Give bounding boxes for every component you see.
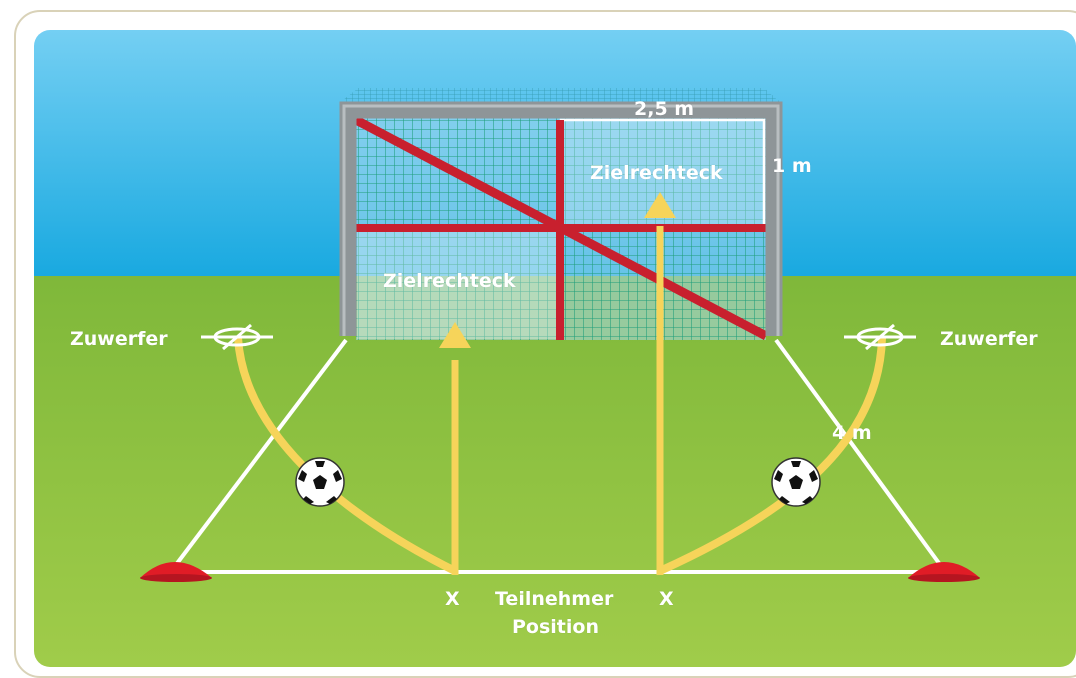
distance-label: 4 m [832, 424, 872, 443]
target-label-lower: Zielrechteck [383, 272, 516, 291]
participant-label-line2: Position [512, 618, 599, 637]
training-scene: Zielrechteck Zielrechteck 2,5 m 1 m Zuwe… [34, 30, 1076, 667]
x-marker-right: X [659, 590, 674, 609]
x-marker-left: X [445, 590, 460, 609]
soccer-ball-icon [772, 458, 820, 506]
target-label-upper: Zielrechteck [590, 164, 723, 183]
cone-icon-base [140, 574, 212, 582]
height-label: 1 m [772, 157, 812, 176]
soccer-ball-icon [296, 458, 344, 506]
width-label: 2,5 m [634, 100, 694, 119]
net-top [340, 88, 780, 102]
scene-graphic [34, 30, 1076, 667]
thrower-label-right: Zuwerfer [940, 330, 1038, 349]
participant-label-line1: Teilnehmer [495, 590, 613, 609]
cone-icon-base [908, 574, 980, 582]
thrower-label-left: Zuwerfer [70, 330, 168, 349]
